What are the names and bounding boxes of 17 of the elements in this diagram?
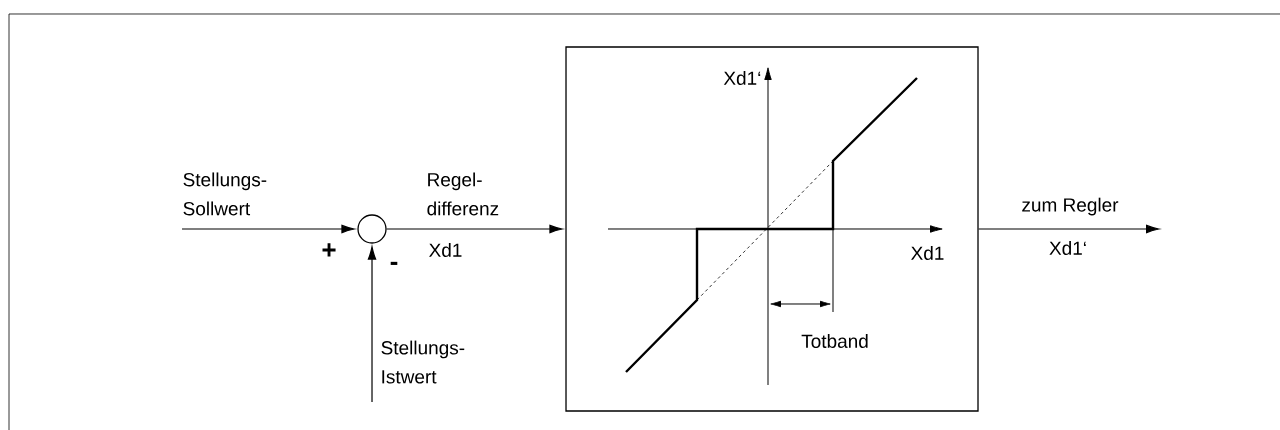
edge-label: Regel- differenz [427, 172, 499, 216]
arrow [978, 224, 1160, 234]
sign-label: - [390, 261, 398, 265]
axis-label: Xd1 [911, 246, 944, 260]
function-block [565, 46, 979, 412]
arrow [367, 246, 377, 403]
edge-label: Stellungs- Sollwert [183, 172, 267, 216]
signal-label: Xd1 [429, 243, 462, 257]
axis-label: Xd1‘ [723, 71, 761, 85]
signal-label: Xd1‘ [1049, 241, 1086, 255]
dimension-label: Totband [801, 334, 868, 348]
edge-label: zum Regler [1022, 197, 1119, 216]
arrow [386, 224, 563, 234]
sign-label: + [322, 243, 336, 257]
summing-junction [357, 214, 387, 244]
arrow [181, 224, 355, 234]
edge-label: Stellungs- Istwert [381, 340, 465, 384]
